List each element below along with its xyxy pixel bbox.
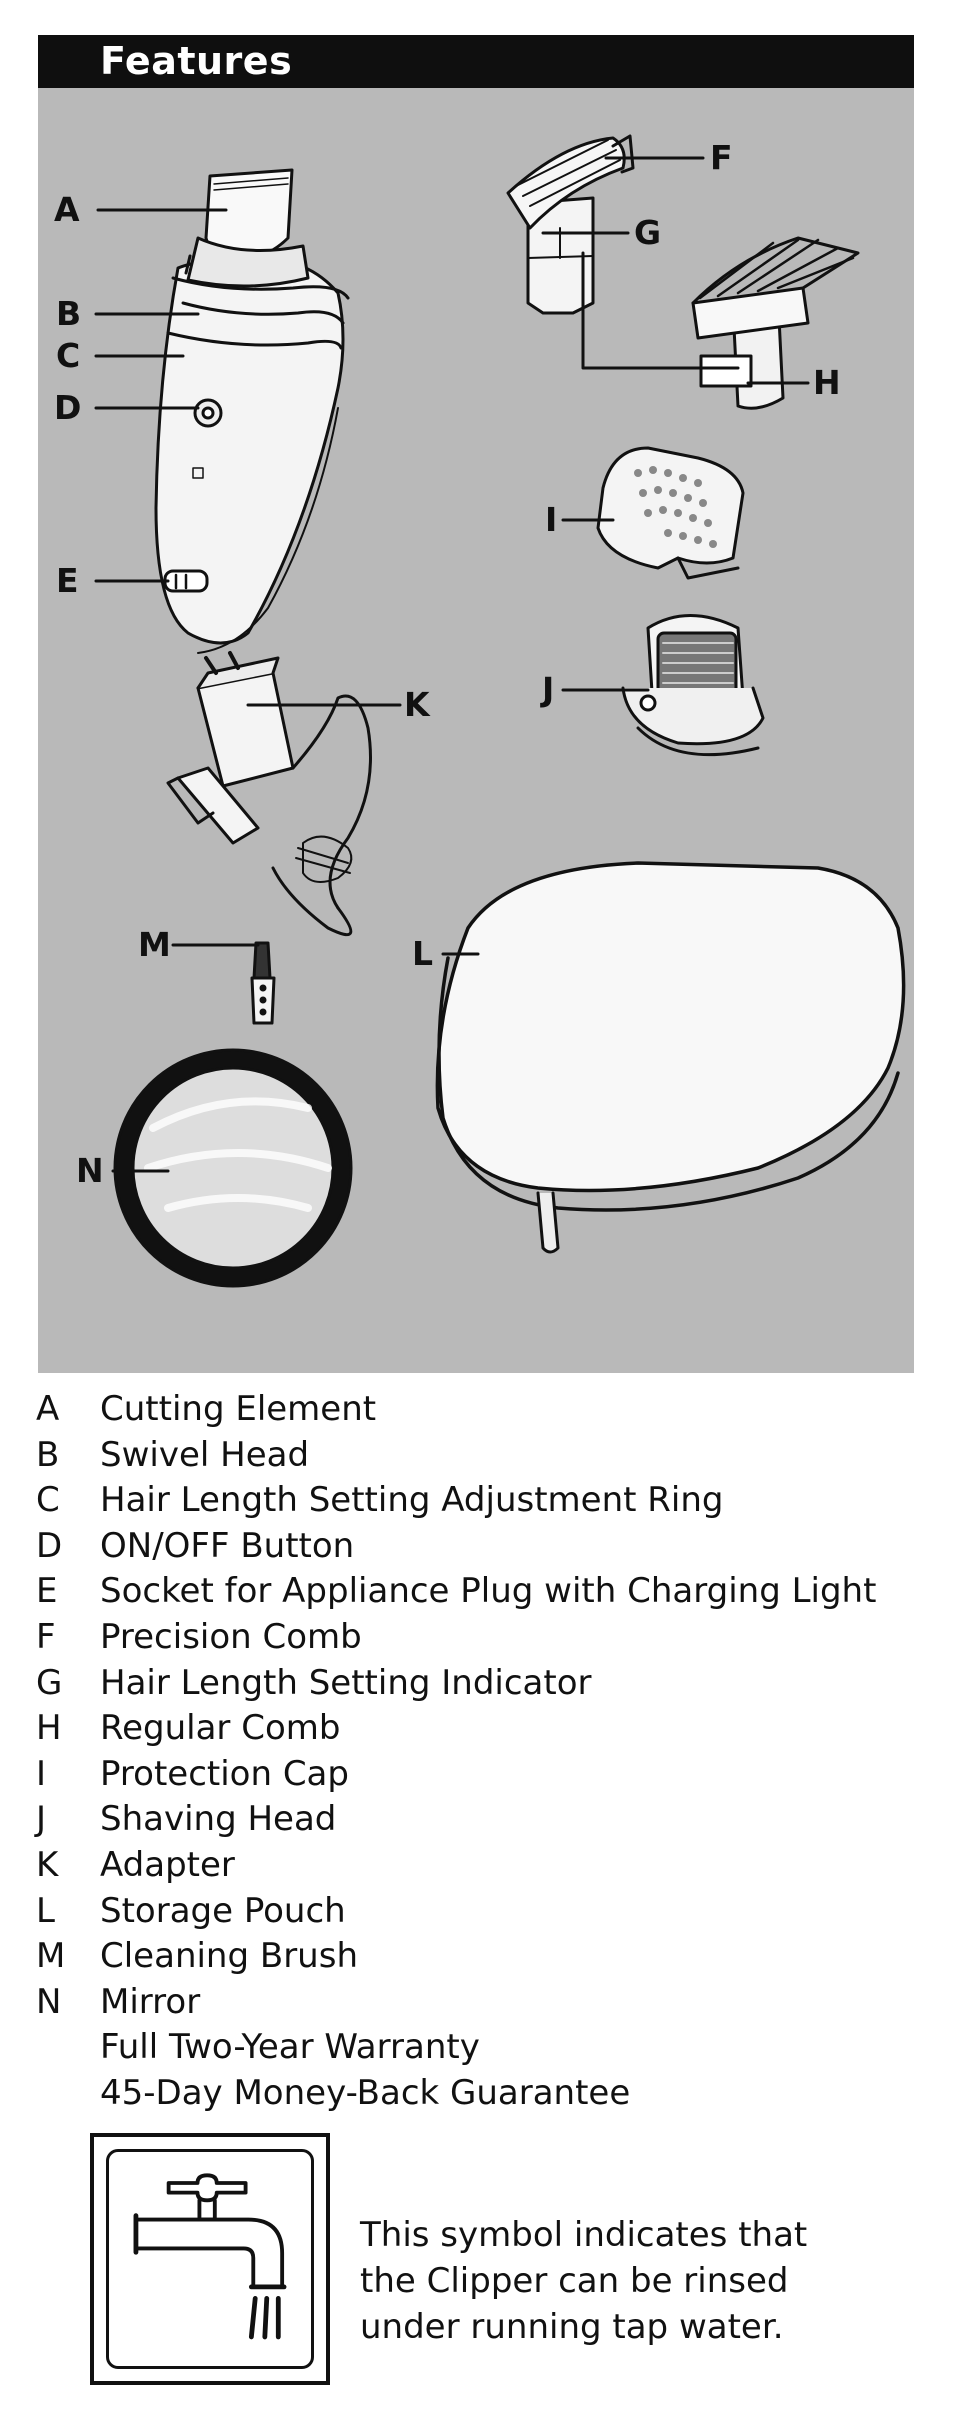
section-header: Features	[38, 35, 914, 88]
legend-item: C Hair Length Setting Adjustment Ring	[36, 1478, 926, 1524]
features-illustration: A B C D E F G H I J K L M N	[38, 88, 914, 1373]
legend-letter: A	[36, 1389, 60, 1429]
guarantee-text: 45-Day Money-Back Guarantee	[100, 2072, 631, 2113]
legend-letter: L	[36, 1890, 55, 1931]
mirror-illustration	[113, 1048, 353, 1288]
legend-letter: C	[36, 1480, 60, 1521]
legend-item: M Cleaning Brush	[36, 1934, 926, 1980]
legend-item: D ON/OFF Button	[36, 1524, 926, 1570]
legend-letter: K	[36, 1844, 59, 1885]
legend-item: A Cutting Element	[36, 1387, 926, 1433]
legend-letter: I	[36, 1753, 47, 1794]
legend-item: L Storage Pouch	[36, 1889, 926, 1935]
legend-letter: E	[36, 1571, 58, 1612]
legend-item: K Adapter	[36, 1843, 926, 1889]
cleaning-brush-illustration	[250, 941, 276, 1025]
legend-item: I Protection Cap	[36, 1752, 926, 1798]
legend-item: 45-Day Money-Back Guarantee	[36, 2071, 926, 2117]
clipper-illustration	[154, 168, 350, 654]
label-f: F	[710, 138, 733, 177]
symbol-frame	[106, 2149, 314, 2369]
legend-letter: H	[36, 1708, 62, 1749]
precision-comb-illustration	[506, 134, 635, 315]
warranty-text: Full Two-Year Warranty	[100, 2027, 480, 2068]
caption-line: This symbol indicates that	[360, 2215, 808, 2255]
label-j: J	[542, 670, 555, 709]
legend-item: H Regular Comb	[36, 1706, 926, 1752]
features-diagram	[94, 134, 906, 1288]
legend-item: B Swivel Head	[36, 1433, 926, 1479]
legend-item: G Hair Length Setting Indicator	[36, 1661, 926, 1707]
legend-letter: J	[36, 1799, 47, 1840]
legend-text: Cleaning Brush	[100, 1936, 358, 1977]
legend-text: Hair Length Setting Adjustment Ring	[100, 1480, 724, 1521]
label-i: I	[545, 500, 558, 539]
legend-item: J Shaving Head	[36, 1797, 926, 1843]
label-k: K	[404, 685, 430, 724]
legend-item: Full Two-Year Warranty	[36, 2025, 926, 2071]
regular-comb-illustration	[691, 236, 860, 410]
label-b: B	[56, 294, 82, 333]
legend-text: ON/OFF Button	[100, 1525, 355, 1566]
legend-letter: F	[36, 1616, 56, 1657]
label-h: H	[813, 363, 841, 402]
label-c: C	[56, 336, 81, 375]
label-m: M	[138, 925, 171, 964]
caption-line: the Clipper can be rinsed	[360, 2261, 789, 2301]
label-a: A	[54, 190, 80, 229]
legend-text: Adapter	[100, 1844, 235, 1885]
legend-text: Storage Pouch	[100, 1890, 346, 1931]
symbol-caption: This symbol indicates that the Clipper c…	[360, 2212, 920, 2350]
features-legend: A Cutting Element B Swivel Head C Hair Leng…	[36, 1387, 926, 2117]
legend-letter: N	[36, 1981, 62, 2022]
legend-letter: G	[36, 1662, 63, 1703]
tap-water-icon	[133, 2173, 287, 2340]
legend-letter: M	[36, 1936, 66, 1977]
label-l: L	[412, 934, 434, 973]
label-n: N	[76, 1151, 104, 1190]
storage-pouch-illustration	[435, 861, 906, 1254]
legend-text: Socket for Appliance Plug with Charging …	[100, 1571, 877, 1612]
legend-item: E Socket for Appliance Plug with Charging…	[36, 1569, 926, 1615]
legend-item: F Precision Comb	[36, 1615, 926, 1661]
legend-text: Shaving Head	[100, 1799, 337, 1840]
legend-text: Protection Cap	[100, 1753, 349, 1794]
label-g: G	[634, 213, 662, 252]
adapter-illustration	[166, 651, 372, 937]
tap-water-symbol	[90, 2133, 330, 2385]
legend-letter: D	[36, 1525, 63, 1566]
shaving-head-illustration	[621, 614, 765, 757]
label-e: E	[56, 561, 79, 600]
legend-text: Swivel Head	[100, 1434, 310, 1475]
section-title: Features	[100, 39, 293, 83]
label-d: D	[54, 388, 82, 427]
legend-text: Hair Length Setting Indicator	[100, 1662, 592, 1703]
protection-cap-illustration	[596, 446, 745, 580]
caption-line: under running tap water.	[360, 2307, 784, 2347]
legend-text: Precision Comb	[100, 1616, 362, 1657]
legend-text: Cutting Element	[100, 1389, 377, 1429]
legend-letter: B	[36, 1434, 60, 1475]
legend-text: Mirror	[100, 1981, 201, 2022]
legend-item: N Mirror	[36, 1980, 926, 2026]
legend-text: Regular Comb	[100, 1708, 341, 1749]
